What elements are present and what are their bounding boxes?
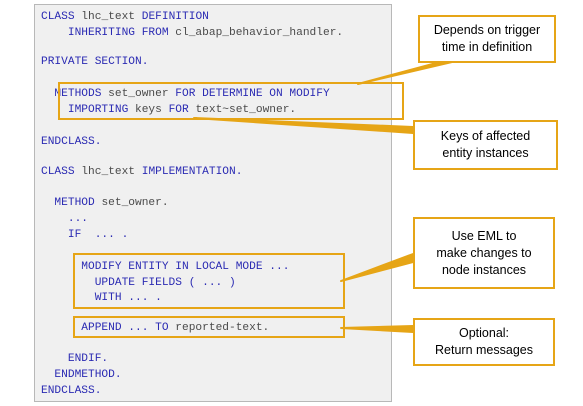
- code-line-update-fields: UPDATE FIELDS ( ... ): [41, 277, 236, 290]
- code-keyword: INHERITING FROM: [41, 27, 176, 39]
- connector-keys: [193, 117, 414, 134]
- code-keyword: METHOD: [41, 197, 102, 209]
- code-line-methods: METHODS set_owner FOR DETERMINE ON MODIF…: [41, 88, 330, 101]
- code-keyword: CLASS: [41, 11, 82, 23]
- code-line-endmethod: ENDMETHOD.: [41, 369, 122, 382]
- code-keyword: FOR: [168, 104, 196, 116]
- code-line-importing: IMPORTING keys FOR text~set_owner.: [41, 104, 296, 117]
- code-identifier: set_owner.: [101, 197, 169, 209]
- code-keyword: APPEND ... TO: [41, 322, 176, 334]
- code-keyword: IMPORTING: [41, 104, 135, 116]
- code-keyword: CLASS: [41, 166, 82, 178]
- code-line-ellipsis: ...: [41, 213, 88, 226]
- code-keyword: IMPLEMENTATION.: [135, 166, 243, 178]
- code-line-inheriting: INHERITING FROM cl_abap_behavior_handler…: [41, 27, 343, 40]
- callout-trigger-time: Depends on trigger time in definition: [418, 15, 556, 63]
- code-panel: [34, 4, 392, 402]
- code-keyword: UPDATE FIELDS ( ... ): [41, 277, 236, 289]
- code-identifier: set_owner: [108, 88, 176, 100]
- code-keyword: DEFINITION: [135, 11, 209, 23]
- callout-eml: Use EML to make changes to node instance…: [413, 217, 555, 289]
- callout-messages: Optional: Return messages: [413, 318, 555, 366]
- code-line-with: WITH ... .: [41, 292, 162, 305]
- connector-messages: [340, 325, 414, 333]
- callout-keys: Keys of affected entity instances: [413, 120, 558, 170]
- code-keyword: PRIVATE SECTION.: [41, 56, 149, 68]
- code-line-class-implementation: CLASS lhc_text IMPLEMENTATION.: [41, 166, 242, 179]
- code-keyword: ENDCLASS.: [41, 136, 102, 148]
- code-keyword: WITH ... .: [41, 292, 162, 304]
- code-identifier: keys: [135, 104, 169, 116]
- code-keyword: ENDMETHOD.: [41, 369, 122, 381]
- code-line-endif: ENDIF.: [41, 353, 108, 366]
- code-keyword: IF ... .: [41, 229, 129, 241]
- connector-trigger: [357, 61, 453, 85]
- code-keyword: FOR DETERMINE ON MODIFY: [175, 88, 330, 100]
- code-keyword: ...: [41, 213, 88, 225]
- code-identifier: text~set_owner.: [195, 104, 297, 116]
- code-line-endclass-2: ENDCLASS.: [41, 385, 101, 398]
- code-line-method: METHOD set_owner.: [41, 197, 169, 210]
- code-keyword: ENDCLASS.: [41, 385, 102, 397]
- code-keyword: MODIFY ENTITY IN LOCAL MODE ...: [41, 261, 290, 273]
- callout-messages-text: Optional: Return messages: [435, 326, 533, 357]
- code-line-private-section: PRIVATE SECTION.: [41, 56, 148, 69]
- code-line-endclass-1: ENDCLASS.: [41, 136, 101, 149]
- code-identifier: cl_abap_behavior_handler.: [175, 27, 344, 39]
- code-identifier: lhc_text: [81, 11, 136, 23]
- code-identifier: lhc_text: [81, 166, 136, 178]
- callout-keys-text: Keys of affected entity instances: [440, 129, 531, 160]
- code-keyword: METHODS: [41, 88, 109, 100]
- callout-eml-text: Use EML to make changes to node instance…: [436, 228, 532, 277]
- code-line-append: APPEND ... TO reported-text.: [41, 322, 269, 335]
- callout-trigger-time-text: Depends on trigger time in definition: [433, 23, 541, 54]
- code-identifier: reported-text.: [175, 322, 270, 334]
- code-keyword: ENDIF.: [41, 353, 109, 365]
- connector-eml: [340, 253, 414, 282]
- code-line-modify-entity: MODIFY ENTITY IN LOCAL MODE ...: [41, 261, 289, 274]
- code-line-if: IF ... .: [41, 229, 128, 242]
- code-line-class-definition: CLASS lhc_text DEFINITION: [41, 11, 209, 24]
